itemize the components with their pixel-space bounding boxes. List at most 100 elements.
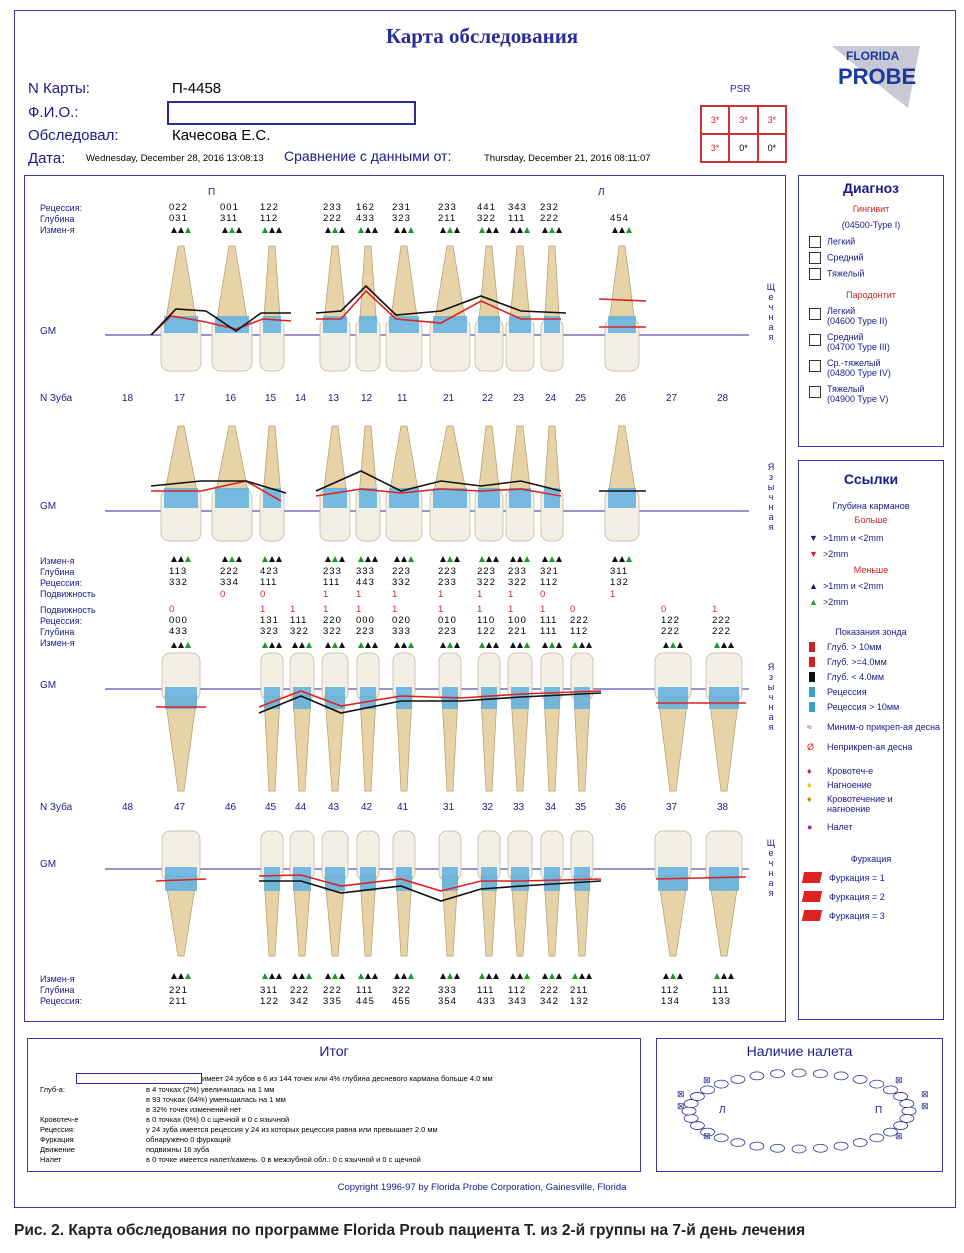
summary-panel: Итог имеет 24 зубов в 6 из 144 точек или… <box>27 1038 641 1172</box>
change-arrow-icon <box>236 556 242 562</box>
change-arrow-icon <box>524 642 530 648</box>
chart-value: 342 <box>540 996 559 1007</box>
change-arrow-icon <box>269 642 275 648</box>
tooth-number-lower: 45 <box>265 802 277 813</box>
change-arrow-icon <box>542 556 548 562</box>
chart-value: 1 <box>438 589 445 600</box>
periodontitis-option[interactable]: Средний(04700 Type III) <box>809 332 943 352</box>
tooth-number-upper: 13 <box>328 393 340 404</box>
probe-swatch-icon <box>809 672 815 682</box>
probe-legend-label: Глуб. < 4.0мм <box>827 672 885 682</box>
checkbox-icon[interactable] <box>809 386 821 398</box>
change-arrow-icon <box>178 227 184 233</box>
missing-site-icon: ⊠ <box>895 1131 903 1141</box>
recession-bar <box>264 867 280 891</box>
change-arrow-icon <box>372 973 378 979</box>
plaque-dot-icon: ● <box>807 822 813 832</box>
checkbox-icon[interactable] <box>809 252 821 264</box>
tooth-root <box>214 425 250 497</box>
change-arrow-icon <box>579 642 585 648</box>
probe-swatch-icon <box>809 657 815 667</box>
chart-value: 112 <box>508 985 527 996</box>
periodontitis-option[interactable]: Ср.-тяжелый(04800 Type IV) <box>809 358 943 378</box>
chart-value: 132 <box>570 996 589 1007</box>
tooth-number-upper: 26 <box>615 393 627 404</box>
change-arrow-icon <box>556 227 562 233</box>
gingivitis-option-mild[interactable]: Легкий <box>809 236 943 248</box>
checkbox-icon[interactable] <box>809 268 821 280</box>
missing-site-icon: ⊠ <box>703 1075 711 1085</box>
change-arrow-icon <box>339 642 345 648</box>
change-arrow-icon <box>493 556 499 562</box>
chart-value: 100 <box>508 615 527 626</box>
chart-value: 1 <box>323 604 330 615</box>
periodontitis-option[interactable]: Легкий(04600 Type II) <box>809 306 943 326</box>
chart-value: 334 <box>220 577 239 588</box>
legend-less-1-label: >1mm и <2mm <box>822 581 884 591</box>
examiner-label: Обследовал: <box>28 127 119 144</box>
option-label: Тяжелый <box>827 268 865 279</box>
chart-value: 112 <box>260 213 279 224</box>
plaque-site <box>899 1099 915 1108</box>
checkbox-icon[interactable] <box>809 236 821 248</box>
change-arrow-icon <box>394 556 400 562</box>
tooth-root <box>708 695 740 792</box>
tooth-number-upper: 25 <box>575 393 587 404</box>
psr-cell: 3* <box>701 106 730 134</box>
chart-value: 333 <box>356 566 375 577</box>
change-arrow-icon <box>572 973 578 979</box>
periodontitis-option[interactable]: Тяжелый(04900 Type V) <box>809 384 943 404</box>
change-arrow-icon <box>579 973 585 979</box>
plaque-site <box>700 1127 715 1137</box>
legend-bleed-supp: ♦Кровотечение и нагноение <box>807 794 943 814</box>
plaque-site <box>700 1085 715 1095</box>
arrow-up-green-icon: ▲ <box>809 597 818 607</box>
suppuration-label: Нагноение <box>827 780 872 790</box>
change-arrow-icon <box>486 973 492 979</box>
periodontal-chart <box>24 175 786 1022</box>
legend-more-2: ▼ >2mm <box>809 549 943 559</box>
change-arrow-icon <box>549 642 555 648</box>
change-arrow-icon <box>556 642 562 648</box>
plaque-site <box>713 1133 729 1143</box>
plaque-site <box>899 1114 915 1123</box>
change-arrow-icon <box>486 642 492 648</box>
chart-value: 433 <box>356 213 375 224</box>
chart-value: 111 <box>508 213 526 224</box>
change-arrow-icon <box>394 642 400 648</box>
probe-swatch-icon <box>809 642 815 652</box>
probe-legend-item: Глуб. > 10мм <box>809 642 943 652</box>
gingivitis-option-moderate[interactable]: Средний <box>809 252 943 264</box>
checkbox-icon[interactable] <box>809 334 821 346</box>
date-label: Дата: <box>28 150 66 167</box>
tooth-root <box>163 425 199 497</box>
change-arrow-icon <box>171 556 177 562</box>
chart-value: 221 <box>508 626 527 637</box>
recession-bar <box>478 488 500 508</box>
change-arrow-icon <box>721 642 727 648</box>
chart-value: 211 <box>169 996 188 1007</box>
recession-bar <box>359 316 377 333</box>
checkbox-icon[interactable] <box>809 360 821 372</box>
tooth-number-lower: 46 <box>225 802 237 813</box>
change-arrow-icon <box>401 556 407 562</box>
recession-bar <box>511 867 529 891</box>
change-arrow-icon <box>178 642 184 648</box>
vertical-label-buccal-lower: Щечная <box>766 838 776 900</box>
change-arrow-icon <box>306 642 312 648</box>
furcation-flag-icon <box>801 891 823 902</box>
recession-bar <box>360 687 376 709</box>
recession-bar <box>360 867 376 891</box>
tooth-root <box>573 695 591 792</box>
change-arrow-icon <box>510 973 516 979</box>
recession-bar <box>544 488 560 508</box>
chart-value: 111 <box>712 985 730 996</box>
chart-value: 0 <box>540 589 547 600</box>
change-arrow-icon <box>524 227 530 233</box>
figure-caption: Рис. 2. Карта обследования по программе … <box>14 1222 806 1239</box>
checkbox-icon[interactable] <box>809 308 821 320</box>
bleeding-label: Кровотеч-е <box>827 766 874 776</box>
probe-legend-label: Рецессия <box>827 687 867 697</box>
gingivitis-option-severe[interactable]: Тяжелый <box>809 268 943 280</box>
